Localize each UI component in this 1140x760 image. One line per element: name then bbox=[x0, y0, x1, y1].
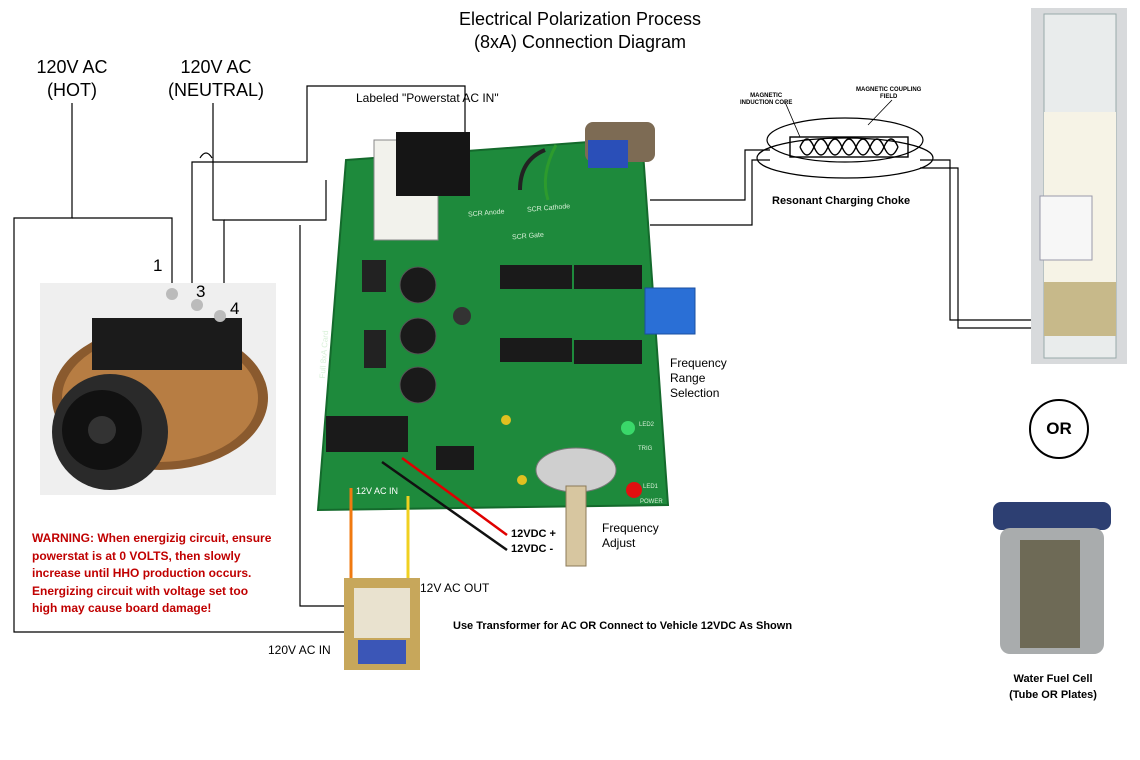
frequency-adjust-line1: Frequency bbox=[602, 521, 659, 535]
choke-field-label-line1: MAGNETIC COUPLING bbox=[856, 87, 922, 93]
fuel-cell-label-line1: Water Fuel Cell bbox=[1013, 673, 1093, 685]
powerstat-label: Labeled "Powerstat AC IN" bbox=[356, 91, 499, 105]
ac-in-label: 120V AC IN bbox=[268, 643, 331, 657]
wire-red bbox=[401, 456, 508, 537]
board-power: POWER bbox=[640, 499, 663, 505]
hot-wire bbox=[13, 103, 352, 633]
hot-label-line1: 120V AC bbox=[36, 57, 108, 77]
transformer-lead bbox=[299, 225, 352, 607]
variac-image bbox=[40, 283, 276, 495]
frequency-adjust-label: Frequency Adjust bbox=[602, 521, 659, 551]
pcb-board bbox=[316, 122, 696, 567]
frequency-range-line3: Selection bbox=[670, 386, 720, 400]
warning-text: WARNING: When energizig circuit, ensure … bbox=[32, 530, 292, 618]
board-ac-in: 12V AC IN bbox=[356, 486, 399, 496]
terminal-3-label: 3 bbox=[196, 282, 206, 301]
title-line2: (8xA) Connection Diagram bbox=[473, 32, 687, 52]
choke-core-label-line2: INDUCTION CORE bbox=[740, 100, 793, 106]
board-led1: LED1 bbox=[643, 484, 659, 490]
terminal-4-label: 4 bbox=[230, 299, 240, 318]
neutral-label-line1: 120V AC bbox=[180, 57, 252, 77]
warning-line4: Energizing circuit with voltage set too bbox=[32, 583, 249, 598]
or-label: OR bbox=[1046, 419, 1072, 438]
warning-line1: WARNING: When energizig circuit, ensure bbox=[32, 531, 272, 545]
board-to-choke-1 bbox=[650, 149, 770, 201]
vdc-minus-label: 12VDC - bbox=[511, 543, 554, 555]
wire-black bbox=[381, 460, 508, 552]
warning-line3: increase until HHO production occurs. bbox=[32, 566, 252, 580]
title-line1: Electrical Polarization Process bbox=[458, 9, 702, 29]
transformer-image bbox=[344, 578, 420, 670]
board-trig: TRIG bbox=[638, 446, 653, 452]
diagram-title: Electrical Polarization Process (8xA) Co… bbox=[0, 8, 1140, 54]
transformer-note: Use Transformer for AC OR Connect to Veh… bbox=[453, 620, 793, 632]
choke-core-label-line1: MAGNETIC bbox=[750, 93, 783, 99]
or-badge: OR bbox=[1029, 399, 1089, 459]
vdc-plus-label: 12VDC + bbox=[511, 528, 556, 540]
frequency-adjust-line2: Adjust bbox=[602, 536, 636, 550]
choke-to-cell-1 bbox=[920, 159, 1035, 321]
hot-label-line2: (HOT) bbox=[47, 80, 97, 100]
frequency-range-line1: Frequency bbox=[670, 356, 727, 370]
choke-label: Resonant Charging Choke bbox=[772, 195, 911, 207]
neutral-label-line2: (NEUTRAL) bbox=[167, 80, 264, 100]
fuel-cell-label: Water Fuel Cell (Tube OR Plates) bbox=[998, 671, 1108, 703]
frequency-range-label: Frequency Range Selection bbox=[670, 356, 727, 401]
fuel-cell-tube-image bbox=[1031, 8, 1127, 364]
board-led2: LED2 bbox=[639, 422, 655, 428]
wire-crossover bbox=[199, 152, 213, 159]
warning-line2: powerstat is at 0 VOLTS, then slowly bbox=[32, 548, 241, 563]
ac-out-label: 12V AC OUT bbox=[420, 581, 490, 595]
powerstat-lead bbox=[191, 85, 466, 300]
neutral-label: 120V AC (NEUTRAL) bbox=[158, 56, 274, 102]
fuel-cell-label-line2: (Tube OR Plates) bbox=[1009, 689, 1097, 701]
frequency-range-line2: Range bbox=[670, 371, 706, 385]
choke-field-label-line2: FIELD bbox=[880, 94, 898, 100]
board-to-choke-2 bbox=[650, 159, 770, 226]
terminal-1-label: 1 bbox=[153, 256, 163, 275]
warning-line5: high may cause board damage! bbox=[32, 601, 212, 615]
choke-field-label: MAGNETIC COUPLING FIELD bbox=[856, 87, 921, 101]
hot-label: 120V AC (HOT) bbox=[22, 56, 122, 102]
choke-to-cell-2 bbox=[920, 167, 1035, 329]
fuel-cell-cup-image bbox=[993, 502, 1111, 654]
choke-core-label: MAGNETIC INDUCTION CORE bbox=[740, 93, 792, 107]
choke-diagram bbox=[756, 99, 934, 179]
hot-wire-to-terminal1 bbox=[72, 217, 173, 290]
